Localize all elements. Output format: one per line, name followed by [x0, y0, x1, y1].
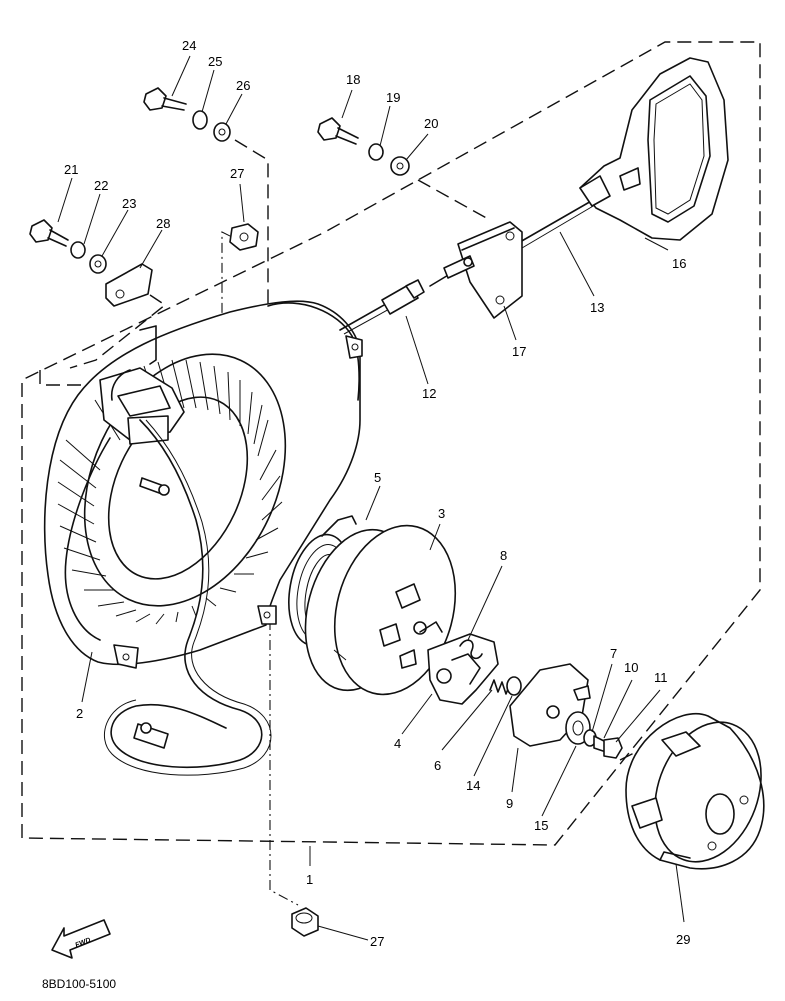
- washer-26-hole: [218, 128, 226, 136]
- callout-24: 24: [182, 38, 196, 53]
- cable-loop-inner: [103, 419, 272, 776]
- callout-22: 22: [94, 178, 108, 193]
- fwd-arrow: FWD: [51, 919, 111, 959]
- washer-26: [213, 122, 231, 142]
- reel-drum: [304, 524, 457, 696]
- callout-27-lower: 27: [370, 934, 384, 949]
- callout-7: 7: [610, 646, 617, 661]
- callout-3: 3: [438, 506, 445, 521]
- callout-17: 17: [512, 344, 526, 359]
- assembly-boundary: [21, 41, 761, 846]
- nut-27-upper: [229, 223, 259, 251]
- bolt-24: [143, 87, 187, 111]
- callout-25: 25: [208, 54, 222, 69]
- callout-8: 8: [500, 548, 507, 563]
- inner-boundary: [39, 370, 96, 386]
- drawing-code: 8BD100-5100: [42, 977, 116, 991]
- washer-23-hole: [94, 260, 102, 268]
- starter-handle: [579, 57, 729, 241]
- bolt-18: [317, 117, 359, 145]
- cable-loop: [110, 419, 263, 769]
- spring-8: [459, 639, 483, 660]
- callout-26: 26: [236, 78, 250, 93]
- washer-23: [89, 254, 107, 274]
- callout-11: 11: [654, 670, 668, 685]
- clip-28: [105, 263, 153, 307]
- callout-20: 20: [424, 116, 438, 131]
- callout-28: 28: [156, 216, 170, 231]
- callout-14: 14: [466, 778, 480, 793]
- washer-15-hole: [572, 720, 584, 736]
- callout-13: 13: [590, 300, 604, 315]
- callout-9: 9: [506, 796, 513, 811]
- callout-1: 1: [306, 872, 313, 887]
- rope-guide-17: [443, 221, 523, 319]
- starter-pulley: [625, 712, 765, 870]
- washer-22: [70, 241, 86, 259]
- cable-connector: [133, 722, 169, 749]
- bracket-guide: [69, 294, 167, 369]
- callout-16: 16: [672, 256, 686, 271]
- callout-23: 23: [122, 196, 136, 211]
- washer-25: [192, 110, 208, 130]
- callout-12: 12: [422, 386, 436, 401]
- ratchet: [419, 621, 499, 705]
- starter-case: [43, 300, 363, 669]
- bolt-21: [29, 219, 69, 247]
- callout-6: 6: [434, 758, 441, 773]
- washer-20-hole: [396, 162, 404, 170]
- callout-5: 5: [374, 470, 381, 485]
- nut-11: [603, 737, 623, 759]
- gasket-outline: [64, 437, 111, 641]
- washer-20: [390, 156, 410, 176]
- callout-15: 15: [534, 818, 548, 833]
- nut-27-lower: [291, 907, 319, 937]
- callout-10: 10: [624, 660, 638, 675]
- callout-2: 2: [76, 706, 83, 721]
- leader-lines: [57, 55, 685, 941]
- guide-20: [417, 179, 491, 221]
- callout-21: 21: [64, 162, 78, 177]
- guide-27-lower: [269, 580, 299, 906]
- spring-14: [489, 676, 522, 696]
- callout-27-upper: 27: [230, 166, 244, 181]
- callout-4: 4: [394, 736, 401, 751]
- callout-19: 19: [386, 90, 400, 105]
- callout-18: 18: [346, 72, 360, 87]
- washer-19: [368, 143, 384, 161]
- callout-29: 29: [676, 932, 690, 947]
